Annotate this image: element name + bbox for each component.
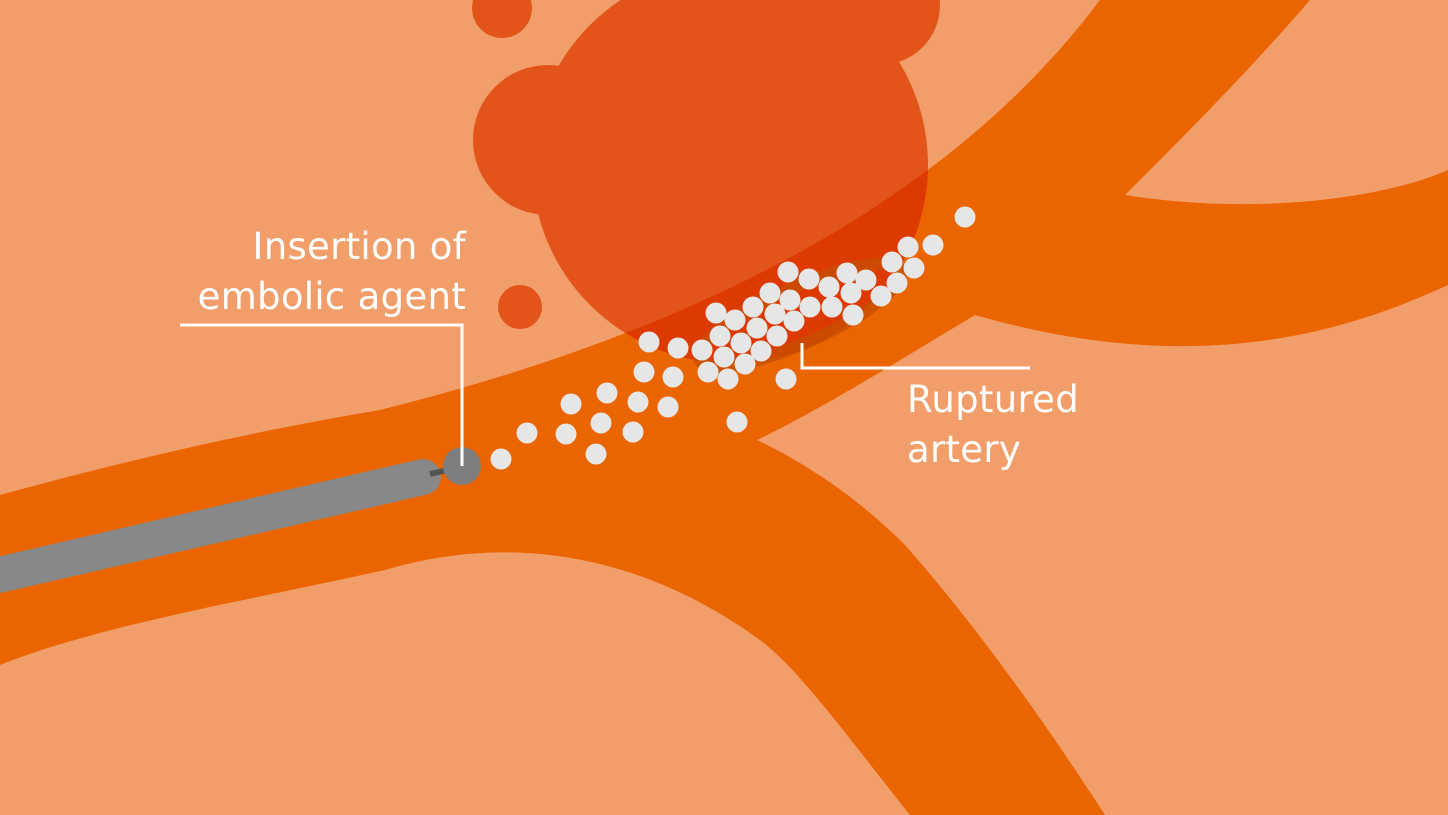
- embolic-particle: [555, 423, 577, 445]
- embolic-particle: [662, 366, 684, 388]
- embolic-particle: [783, 310, 805, 332]
- embolic-particle: [777, 261, 799, 283]
- rupture-label: Ruptured artery: [907, 375, 1079, 475]
- insertion-label: Insertion of embolic agent: [198, 222, 466, 322]
- embolic-particle: [742, 296, 764, 318]
- embolic-particle: [633, 361, 655, 383]
- embolic-particle: [585, 443, 607, 465]
- embolic-particle: [842, 304, 864, 326]
- embolic-particle: [886, 272, 908, 294]
- embolic-particle: [713, 346, 735, 368]
- embolic-particle: [724, 309, 746, 331]
- insertion-leader-line: [180, 323, 464, 466]
- rupture-leader-line: [800, 343, 1030, 370]
- embolic-particle: [596, 382, 618, 404]
- catheter: [0, 447, 481, 594]
- embolic-particle: [764, 303, 786, 325]
- embolic-particle: [799, 296, 821, 318]
- insertion-label-line2: embolic agent: [197, 275, 466, 318]
- embolic-particle: [726, 411, 748, 433]
- embolic-particle: [836, 262, 858, 284]
- embolic-particle: [560, 393, 582, 415]
- rupture-label-line2: artery: [907, 428, 1022, 471]
- embolic-particle: [881, 251, 903, 273]
- embolic-particle: [734, 353, 756, 375]
- catheter-body: [0, 459, 441, 594]
- embolic-particle: [775, 368, 797, 390]
- embolic-particle: [855, 269, 877, 291]
- embolic-particle: [766, 325, 788, 347]
- embolic-particle: [657, 396, 679, 418]
- embolic-particle: [903, 257, 925, 279]
- embolic-particle: [667, 337, 689, 359]
- embolic-particle: [746, 317, 768, 339]
- embolic-particle: [516, 422, 538, 444]
- embolic-particle: [840, 282, 862, 304]
- embolic-particle: [821, 296, 843, 318]
- embolic-particle: [490, 448, 512, 470]
- embolic-particle: [705, 302, 727, 324]
- embolic-particle: [798, 268, 820, 290]
- insertion-label-line1: Insertion of: [252, 225, 466, 268]
- embolic-particle: [818, 276, 840, 298]
- embolic-particle: [709, 325, 731, 347]
- embolic-particles: [490, 206, 976, 470]
- embolic-particle: [717, 368, 739, 390]
- embolic-particle: [954, 206, 976, 228]
- leader-lines: [180, 323, 1030, 466]
- embolic-particle: [638, 331, 660, 353]
- embolic-particle: [779, 289, 801, 311]
- embolic-particle: [922, 234, 944, 256]
- embolic-particle: [627, 391, 649, 413]
- embolic-particle: [590, 412, 612, 434]
- embolic-particle: [622, 421, 644, 443]
- rupture-label-line1: Ruptured: [907, 378, 1079, 421]
- embolic-particle: [697, 361, 719, 383]
- embolic-particle: [759, 282, 781, 304]
- embolic-particle: [691, 339, 713, 361]
- embolic-particle: [750, 340, 772, 362]
- embolic-particle: [870, 285, 892, 307]
- embolic-particle: [730, 332, 752, 354]
- embolic-particle: [897, 236, 919, 258]
